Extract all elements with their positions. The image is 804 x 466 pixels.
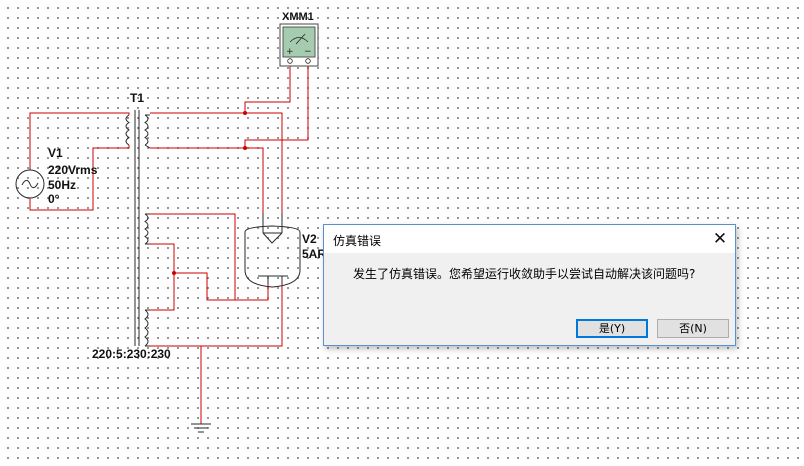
close-icon[interactable]: ✕ — [712, 229, 728, 249]
ac-source-v1[interactable] — [15, 168, 45, 199]
transformer-ratio-label: 220:5:230:230 — [92, 347, 171, 361]
dialog-titlebar[interactable] — [324, 225, 735, 253]
dialog-title: 仿真错误 — [333, 234, 382, 248]
svg-text:+: + — [286, 47, 294, 57]
source-name-label: V1 — [48, 146, 63, 160]
source-voltage-label: 220Vrms — [48, 163, 98, 177]
svg-text:−: − — [304, 47, 312, 57]
dialog-message: 发生了仿真错误。您希望运行收敛助手以尝试自动解决该问题吗? — [353, 267, 696, 281]
tube-model-label: 5AR — [302, 247, 327, 261]
simulation-error-dialog: 仿真错误 ✕ 发生了仿真错误。您希望运行收敛助手以尝试自动解决该问题吗? 是(Y… — [323, 224, 736, 346]
junction-dots — [172, 111, 247, 275]
wires — [29, 64, 309, 424]
ground-symbol[interactable] — [191, 423, 211, 433]
transformer-t1[interactable] — [125, 110, 151, 347]
yes-button[interactable]: 是(Y) — [576, 319, 648, 338]
meter-label: XMM1 — [282, 11, 314, 23]
tube-name-label: V2 — [302, 232, 317, 246]
no-button[interactable]: 否(N) — [657, 319, 729, 338]
source-frequency-label: 50Hz — [48, 178, 77, 192]
transformer-label: T1 — [130, 91, 145, 105]
source-phase-label: 0° — [48, 192, 60, 206]
multimeter-xmm1[interactable]: + − — [279, 23, 319, 67]
rectifier-tube-v2[interactable] — [244, 213, 301, 288]
